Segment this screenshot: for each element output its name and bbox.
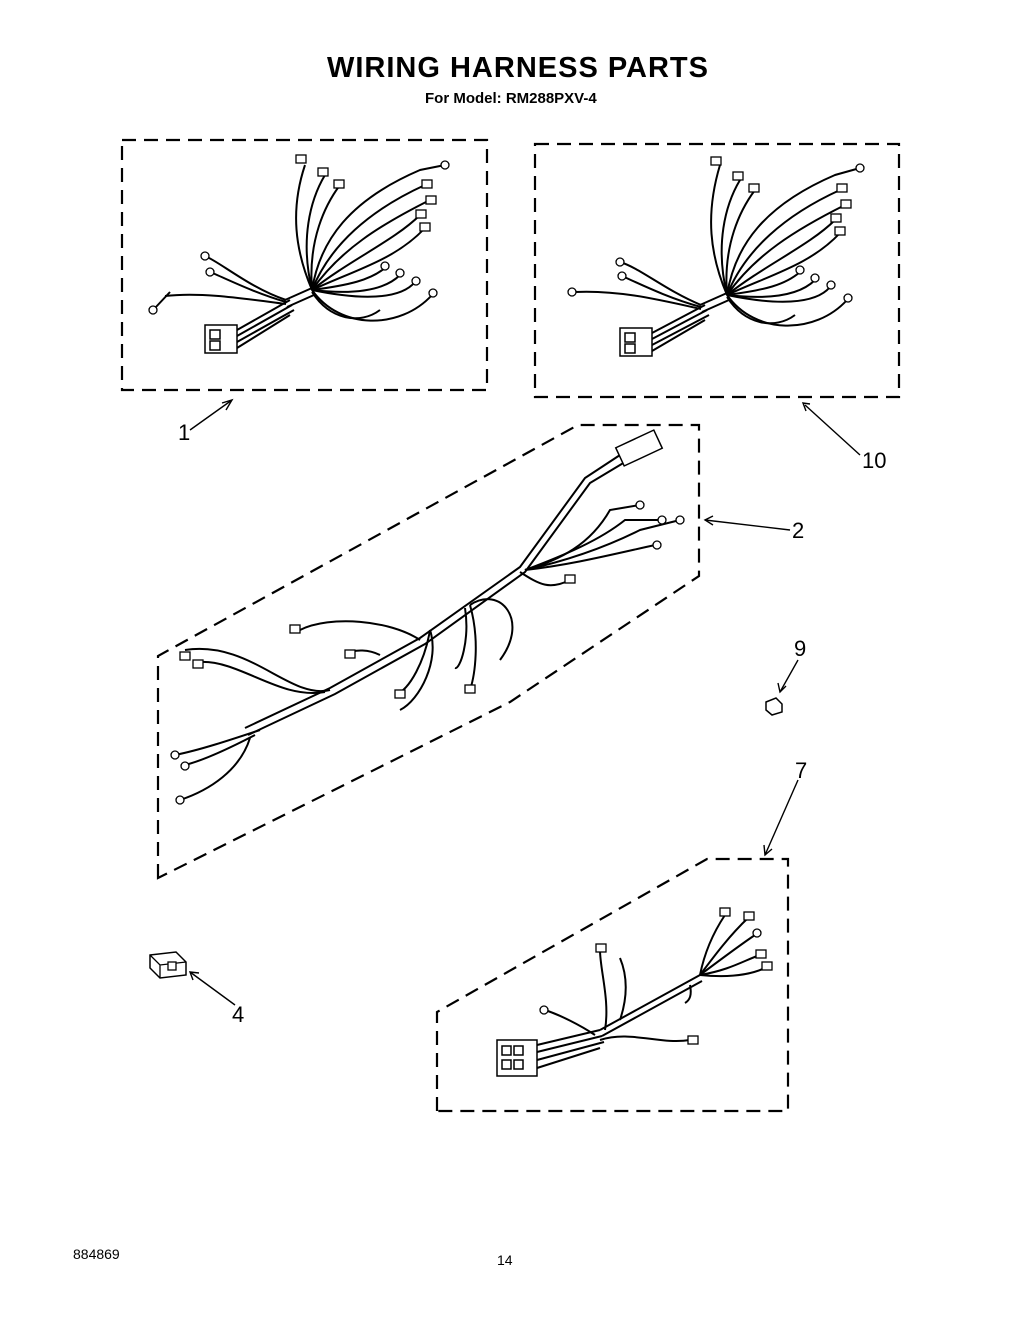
harness-part-1 (120, 138, 489, 392)
leader-9 (779, 659, 799, 693)
callout-9: 9 (794, 636, 806, 661)
part-2-connector (614, 429, 664, 467)
callout-1: 1 (178, 420, 190, 445)
harness-part-10 (533, 142, 901, 399)
callout-7: 7 (795, 758, 807, 783)
part-1-dashed-box (120, 138, 489, 392)
part-2-dashed-box (156, 423, 701, 880)
callouts: 1 10 2 9 7 4 (178, 420, 886, 1027)
leader-2 (704, 519, 791, 531)
harness-part-7 (435, 857, 790, 1113)
harness-part-2 (156, 423, 701, 880)
part-7-dashed-box (435, 857, 790, 1113)
model-subtitle: For Model: RM288PXV-4 (425, 90, 597, 107)
leader-1 (189, 399, 233, 431)
leader-4 (189, 971, 236, 1006)
leader-lines (188, 398, 861, 1006)
part-9-clip (765, 697, 783, 716)
document-number: 884869 (73, 1246, 120, 1262)
part-10-dashed-box (533, 142, 901, 399)
callout-10: 10 (862, 448, 886, 473)
leader-10 (804, 404, 861, 456)
callout-4: 4 (232, 1002, 244, 1027)
page-title: WIRING HARNESS PARTS (327, 52, 709, 84)
leader-7 (764, 779, 799, 856)
callout-2: 2 (792, 518, 804, 543)
page-number: 14 (497, 1252, 513, 1268)
part-4-clip (149, 951, 187, 979)
